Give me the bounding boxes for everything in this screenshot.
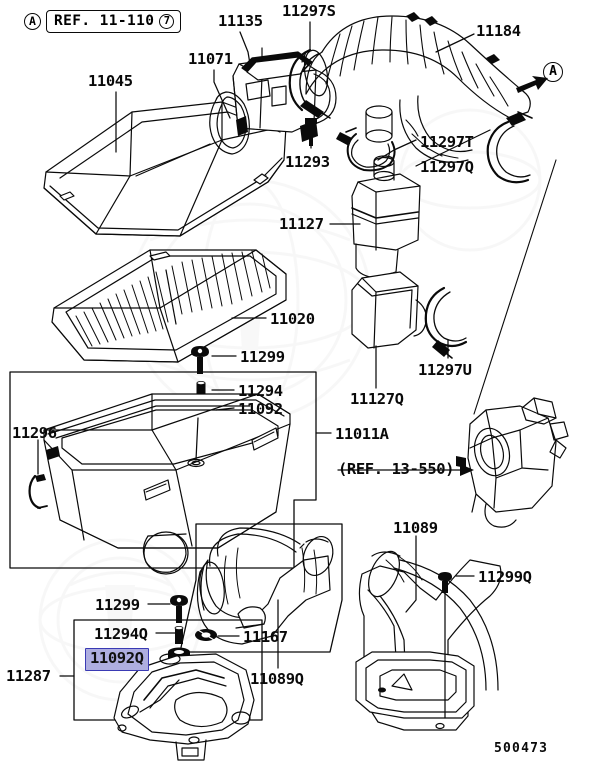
part-label-11299Q[interactable]: 11299Q [478,568,532,586]
part-throttle-body-ref-13-550 [456,397,569,528]
continuation-arrow-a [516,76,548,93]
part-11167-clip [195,629,217,641]
part-label-11127Q[interactable]: 11127Q [350,390,404,408]
part-label-11293[interactable]: 11293 [285,153,330,171]
diagram-number: 500473 [494,741,549,756]
part-label-11287[interactable]: 11287 [6,667,51,685]
part-label-11297T[interactable]: 11297T [420,133,474,151]
part-11294Q-spacer [174,626,184,644]
part-11011A-housing [43,393,291,575]
cross-reference-label: (REF. 13-550) [338,460,455,478]
continuation-a-icon: A [543,61,563,82]
part-11297S-clamp [288,48,331,119]
part-label-11296[interactable]: 11296 [12,424,57,442]
part-label-11297Q[interactable]: 11297Q [420,158,474,176]
part-11071-11135-maf-assembly [209,47,337,155]
part-11297T-clamp [336,127,396,172]
part-11299Q-screw [438,572,452,593]
part-label-11299[interactable]: 11299 [240,348,285,366]
group-box-11287 [73,619,263,721]
group-box-11011A [9,371,317,569]
part-11299-screw-upper [191,346,209,374]
part-11127-resonator [351,155,421,279]
part-label-11071[interactable]: 11071 [188,50,233,68]
part-label-11127[interactable]: 11127 [279,215,324,233]
part-11089Q-duct [196,527,334,645]
part-11287-bracket [113,653,255,761]
part-11127Q-duct [351,271,427,349]
part-label-11294Q[interactable]: 11294Q [94,625,148,643]
group-box-11089Q [179,523,343,653]
part-label-11020[interactable]: 11020 [270,310,315,328]
part-label-11089Q[interactable]: 11089Q [250,670,304,688]
continuation-marker-a: A [543,60,563,82]
leader-lines [37,21,491,719]
part-label-11135[interactable]: 11135 [218,12,263,30]
part-11296-clip [28,474,48,510]
reference-header[interactable]: A REF. 11-110 7 [24,10,182,33]
part-11184-intake-hose [303,12,531,163]
part-label-11011A[interactable]: 11011A [335,425,389,443]
part-label-11092[interactable]: 11092 [238,400,283,418]
part-11045-cover [43,101,287,237]
part-11299-screw-lower [170,595,188,623]
part-11297U-clamp [424,286,468,359]
part-label-11045[interactable]: 11045 [88,72,133,90]
reference-frame[interactable]: REF. 11-110 7 [46,10,182,33]
part-label-11297S[interactable]: 11297S [282,2,336,20]
part-label-11299b[interactable]: 11299 [95,596,140,614]
part-label-11167[interactable]: 11167 [243,628,288,646]
part-label-11294[interactable]: 11294 [238,382,283,400]
reference-badge-icon: 7 [159,13,175,29]
part-label-11089[interactable]: 11089 [393,519,438,537]
part-11020-filter-element [51,249,287,363]
part-label-11092Q-selected[interactable]: 11092Q [85,648,149,671]
section-marker-a-icon: A [24,13,41,30]
reference-text: REF. 11-110 [54,13,155,29]
part-11297Q-clamp [486,111,533,184]
part-label-11184[interactable]: 11184 [476,22,521,40]
part-label-11297U[interactable]: 11297U [418,361,472,379]
